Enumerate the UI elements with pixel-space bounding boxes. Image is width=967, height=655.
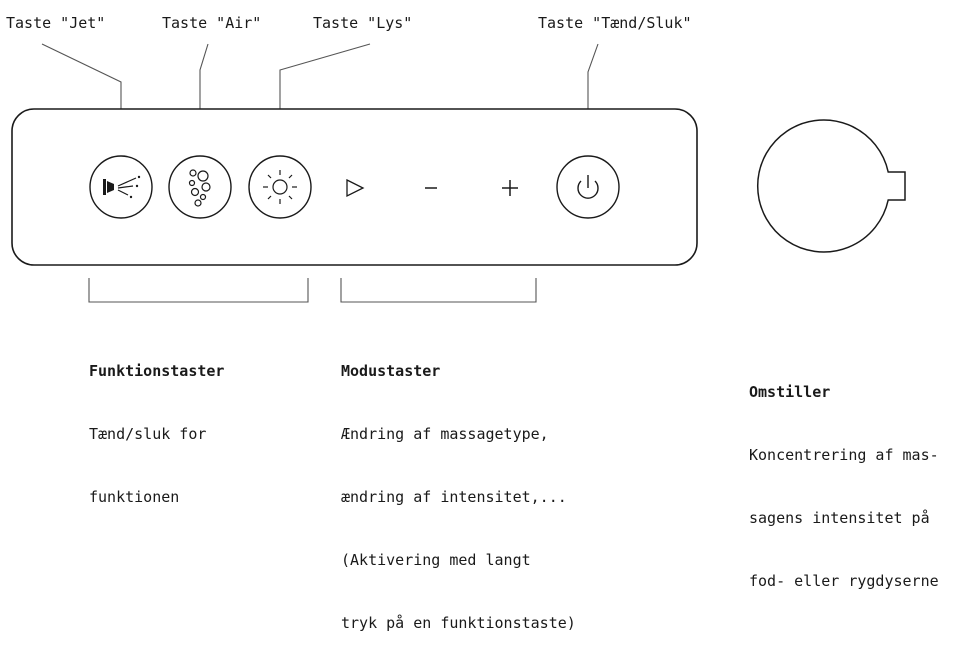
group-line: Ændring af massagetype, <box>341 425 549 443</box>
diverter-knob[interactable] <box>756 119 906 253</box>
power-button[interactable] <box>556 155 620 219</box>
play-button[interactable] <box>346 178 365 198</box>
group-line: Tænd/sluk for <box>89 425 207 443</box>
control-panel <box>11 108 698 266</box>
group-line: tryk på en funktionstaste) <box>341 614 576 632</box>
jet-button[interactable] <box>89 155 153 219</box>
group-title: Modustaster <box>341 362 441 380</box>
callout-jet: Taste "Jet" <box>6 14 106 32</box>
group-title: Funktionstaster <box>89 362 225 380</box>
group-omstiller: Omstiller Koncentrering af mas- sagens i… <box>749 340 939 613</box>
group-line: funktionen <box>89 488 180 506</box>
jet-nozzle-icon <box>103 175 141 199</box>
light-sun-icon <box>263 170 297 204</box>
bracket-funktionstaster <box>88 278 309 303</box>
callout-power: Taste "Tænd/Sluk" <box>538 14 692 32</box>
power-icon <box>577 175 599 199</box>
group-line: ændring af intensitet,... <box>341 488 567 506</box>
group-line: sagens intensitet på <box>749 509 930 527</box>
plus-icon <box>502 180 518 196</box>
group-title: Omstiller <box>749 383 831 401</box>
group-line: (Aktivering med langt <box>341 551 531 569</box>
callout-air: Taste "Air" <box>162 14 262 32</box>
group-funktionstaster: Funktionstaster Tænd/sluk for funktionen <box>89 319 224 529</box>
control-panel-diagram <box>11 43 906 303</box>
group-line: fod- eller rygdyserne <box>749 572 939 590</box>
play-triangle-icon <box>346 178 365 198</box>
air-bubbles-icon <box>188 169 211 207</box>
group-line: Koncentrering af mas- <box>749 446 939 464</box>
callout-lys: Taste "Lys" <box>313 14 413 32</box>
bracket-modustaster <box>340 278 537 303</box>
air-button[interactable] <box>168 155 232 219</box>
light-button[interactable] <box>248 155 312 219</box>
plus-button[interactable] <box>502 180 518 196</box>
group-modustaster: Modustaster Ændring af massagetype, ændr… <box>341 319 576 655</box>
